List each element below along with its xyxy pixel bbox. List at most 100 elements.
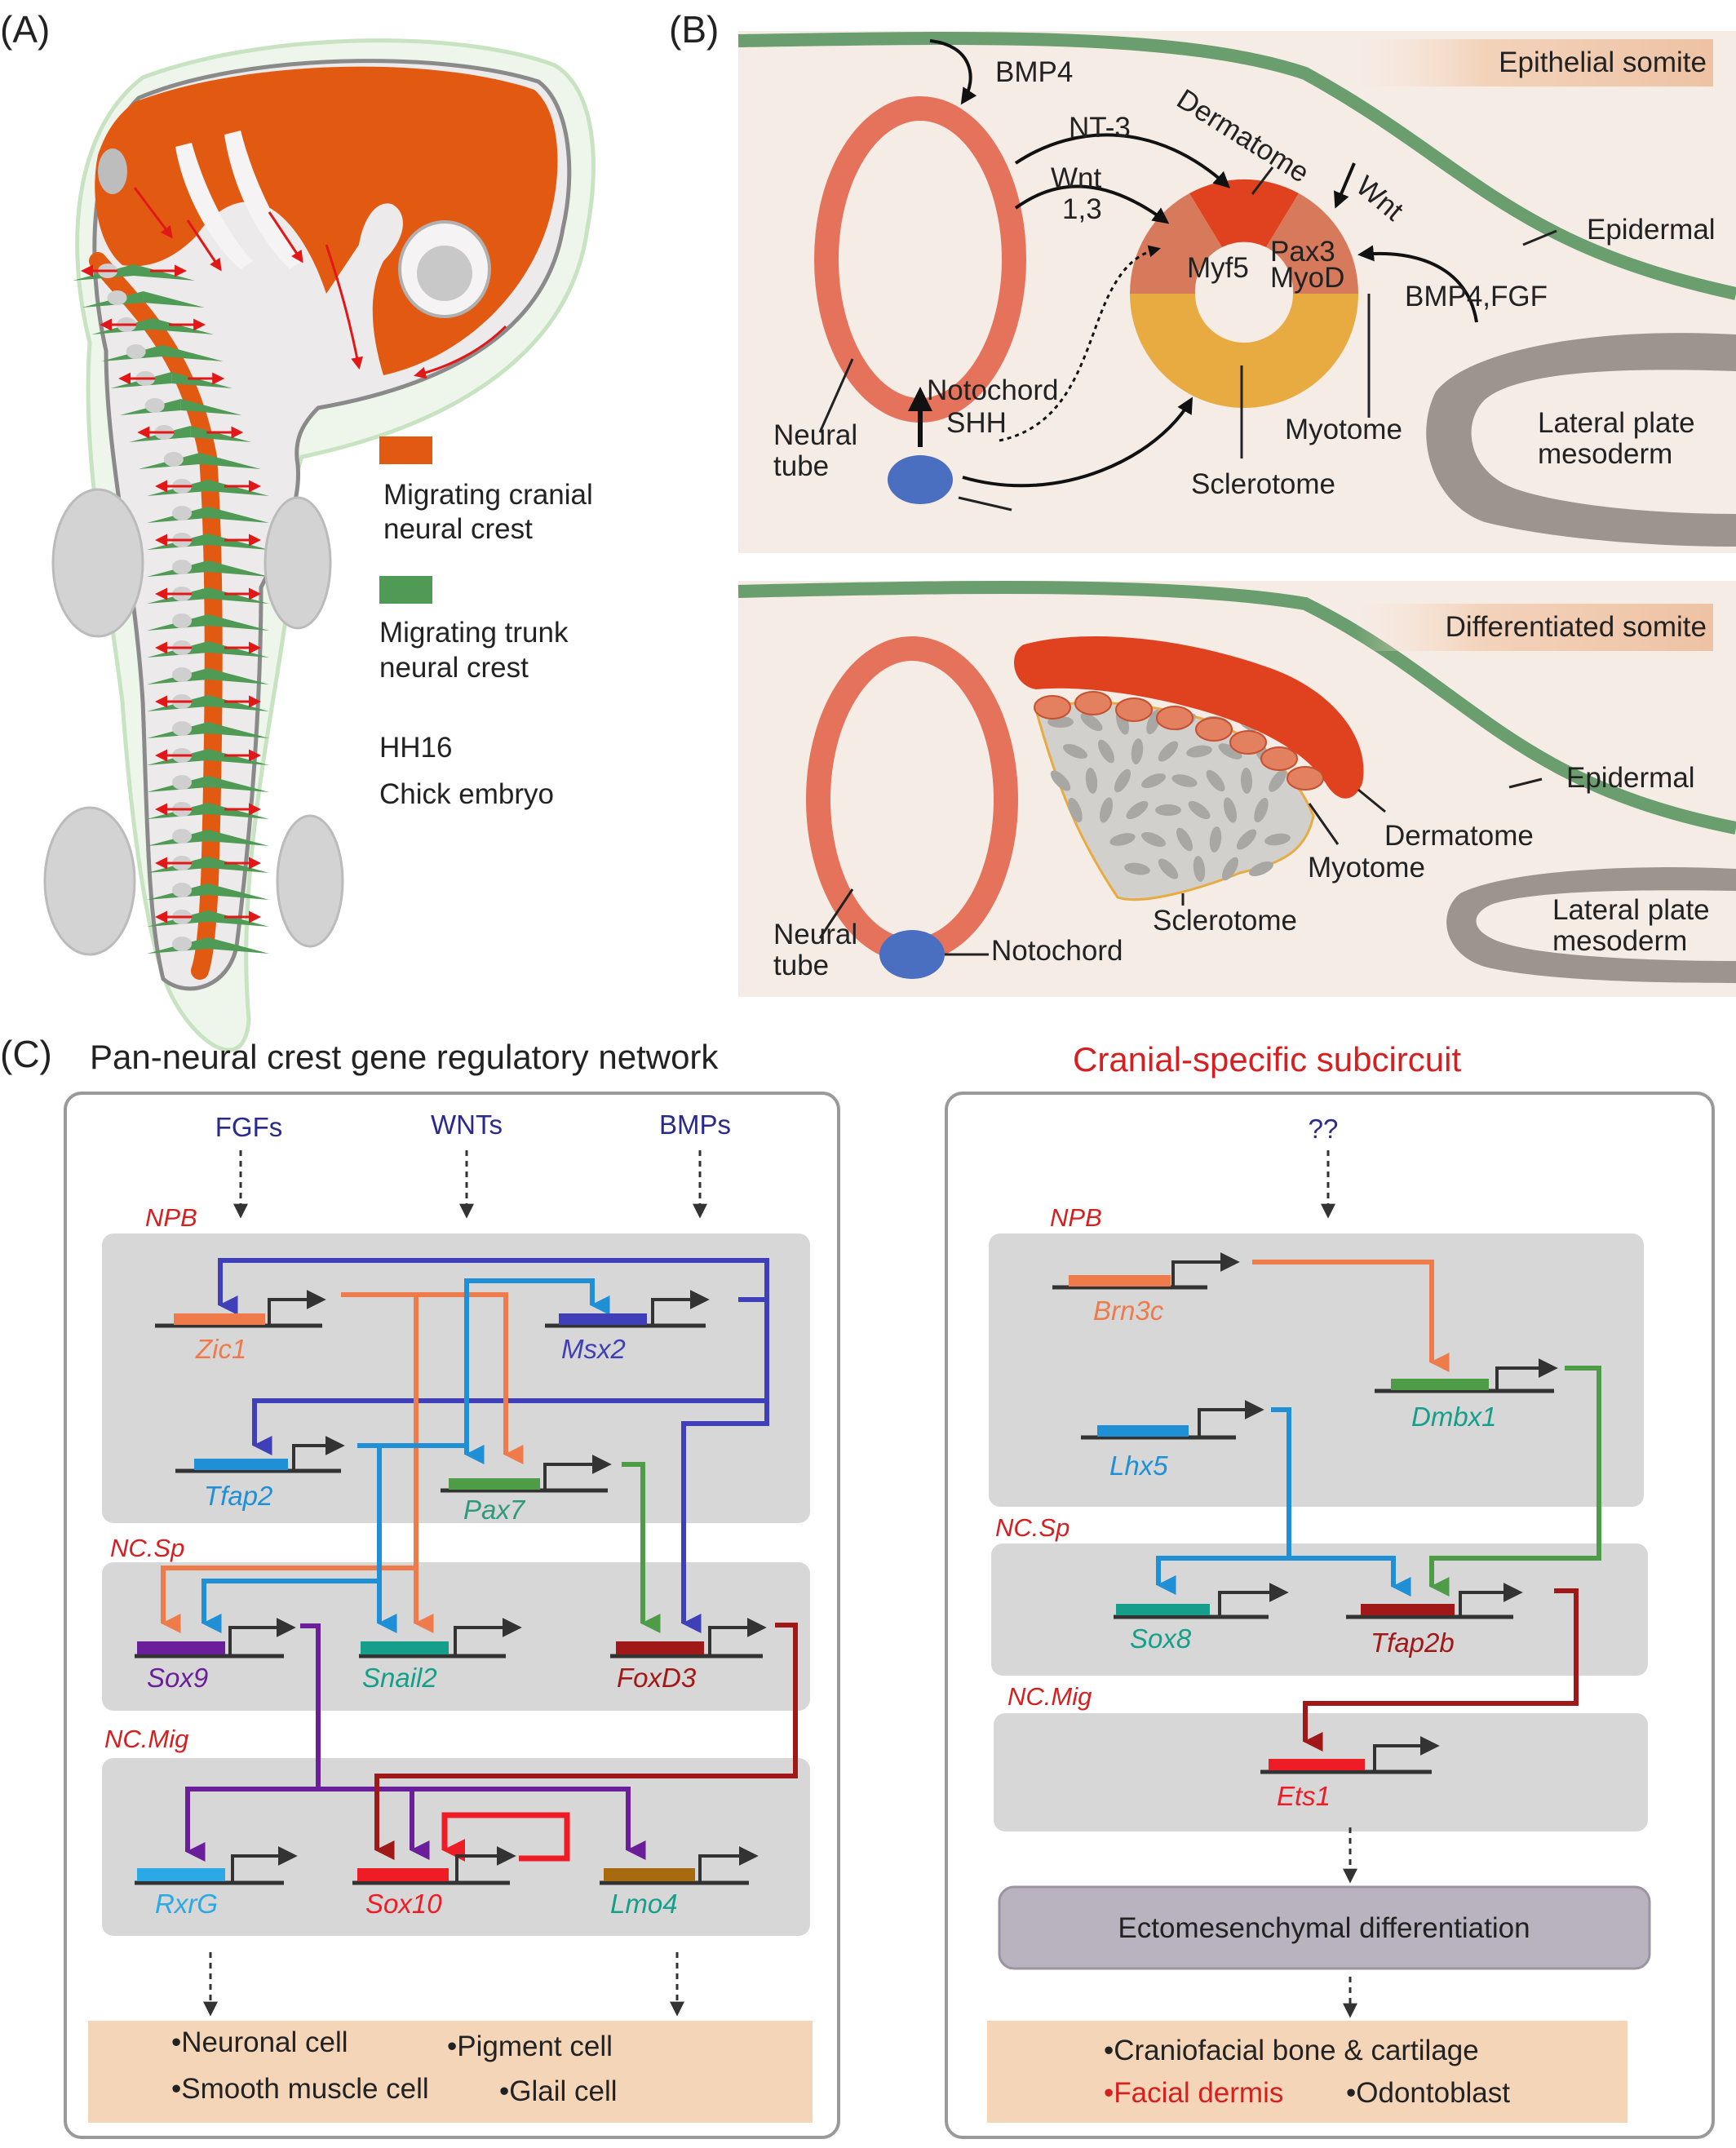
- trunk-crest-spike: [208, 722, 269, 738]
- bmp4-label: BMP4: [995, 56, 1073, 88]
- tfap2b-to-ets1: [1303, 1588, 1579, 1752]
- gene-sox9: Sox9: [135, 1618, 296, 1693]
- somite-block: [172, 775, 192, 790]
- sclerotome-cell: [1254, 797, 1269, 823]
- trunk-crest-spike: [208, 830, 269, 846]
- myotome-cells: [1034, 691, 1324, 791]
- dermatome-region: [1189, 179, 1299, 247]
- gene-label-foxd3: FoxD3: [617, 1663, 697, 1693]
- gene-label-lmo4: Lmo4: [610, 1889, 678, 1919]
- gene-label-brn3c: Brn3c: [1093, 1295, 1164, 1326]
- output-glail-cell: •Glail cell: [499, 2075, 618, 2107]
- gene-sox8: Sox8: [1114, 1583, 1289, 1654]
- npb-box: [102, 1233, 810, 1523]
- myotome-cell: [1260, 746, 1298, 771]
- sclerotome-cell: [1099, 797, 1114, 823]
- output-pigment-cell: •Pigment cell: [447, 2031, 613, 2062]
- sclerotome-cell: [1236, 829, 1257, 850]
- trunk-crest-spike: [208, 937, 269, 954]
- dmbx1-to-tfap2b: [1429, 1366, 1601, 1597]
- sclerotome-cell: [1223, 797, 1238, 823]
- trunk-crest-spike: [208, 668, 269, 684]
- trunk-crest-spike: [100, 345, 162, 361]
- chick-embryo-illustration: [43, 38, 596, 1052]
- somite-block: [163, 452, 184, 467]
- lateral-plate-mesoderm: [1426, 333, 1736, 547]
- right-region-npb: NPB: [1050, 1203, 1102, 1232]
- zic1-to-sox9: [161, 1566, 416, 1633]
- cranial-migration-arrow: [414, 325, 507, 379]
- shh-label: SHH: [946, 407, 1007, 439]
- neural-tube-label-line2: tube: [773, 450, 829, 482]
- sclerotome-cell: [1249, 861, 1273, 876]
- cranial-migration-arrow: [186, 219, 222, 272]
- msx2-to-tfap2: [252, 1300, 769, 1455]
- gene-label-msx2: Msx2: [561, 1334, 626, 1364]
- myf5-region: [1130, 193, 1222, 294]
- sclerotome-cell: [1240, 768, 1253, 794]
- somite-block: [172, 937, 192, 951]
- somite-block: [172, 829, 192, 844]
- myf5-label: Myf5: [1187, 252, 1249, 284]
- epithelial-somite-diagram: Epithelial somite Myf5 Pax3 MyoD BMP4 NT…: [737, 31, 1736, 553]
- right-output-box: [987, 2021, 1628, 2123]
- somite-block: [172, 560, 192, 574]
- sclerotome-cell: [1221, 857, 1239, 881]
- sclerotome-cell: [1085, 768, 1098, 794]
- tfap2-to-sox9: [202, 1579, 379, 1633]
- somite-block: [172, 506, 192, 520]
- limb-bud: [276, 814, 344, 948]
- trunk-crest-spike: [208, 507, 269, 523]
- limb-bud: [264, 496, 332, 630]
- somite-block: [172, 721, 192, 736]
- legend-swatch-cranial: [379, 436, 432, 464]
- right-nc-sp-box: [991, 1543, 1648, 1676]
- sclerotome-cell: [1141, 773, 1166, 788]
- sox9-to-migratory: [300, 1623, 321, 1789]
- nt3-arrow: [1014, 133, 1230, 188]
- brn3c-to-dmbx1: [1252, 1260, 1450, 1372]
- lateral-plate-mesoderm: [1446, 867, 1736, 983]
- lhx5-to-sox8-tfap2b: [1271, 1407, 1291, 1558]
- somite-block: [172, 883, 192, 897]
- gene-tfap2b: Tfap2b: [1346, 1583, 1523, 1658]
- wnt-to-msx2: [464, 1278, 610, 1448]
- sclerotome-cell: [1188, 800, 1211, 820]
- dermatome-band: [1014, 636, 1364, 799]
- gene-msx2: Msx2: [545, 1290, 710, 1364]
- differentiated-somite-header: Differentiated somite: [1446, 611, 1707, 643]
- gene-label-dmbx1: Dmbx1: [1411, 1402, 1497, 1432]
- gene-foxd3: FoxD3: [610, 1618, 767, 1693]
- gene-sox10: Sox10: [352, 1846, 516, 1919]
- trunk-crest-spike: [208, 884, 269, 900]
- myotome-cell: [1286, 766, 1324, 791]
- pan-nc-grn-title: Pan-neural crest gene regulatory network: [90, 1038, 719, 1076]
- notochord: [888, 455, 953, 504]
- gene-snail2: Snail2: [359, 1618, 522, 1693]
- somite-block: [126, 344, 146, 359]
- gene-label-sox8: Sox8: [1130, 1623, 1192, 1654]
- epidermis-band: [737, 581, 1736, 835]
- gene-tfap2: Tfap2: [175, 1436, 345, 1511]
- right-npb-box: [989, 1233, 1644, 1507]
- sclerotome-cell: [1193, 856, 1206, 882]
- wnt13-label-line1: Wnt: [1051, 162, 1102, 194]
- zic1-to-pax7: [341, 1292, 524, 1464]
- organism-label: Chick embryo: [379, 778, 554, 810]
- sclerotome-cell: [1176, 827, 1194, 852]
- shh-myf5-dotted-arrow: [999, 245, 1161, 442]
- trunk-crest-spike: [162, 345, 224, 361]
- myotome-cell: [1034, 695, 1071, 720]
- gene-label-sox9: Sox9: [147, 1663, 208, 1693]
- pax7-to-foxd3: [622, 1462, 661, 1633]
- panel-label-a: (A): [0, 8, 50, 51]
- sclerotome-cell: [1141, 832, 1166, 847]
- gene-pax7: Pax7: [441, 1455, 612, 1525]
- output-odontoblast: •Odontoblast: [1346, 2077, 1510, 2109]
- lateral-plate-label-bottom-line1: Lateral plate: [1552, 894, 1710, 926]
- notochord: [879, 930, 945, 979]
- gene-label-tfap2: Tfap2: [204, 1481, 272, 1511]
- gene-label-ets1: Ets1: [1277, 1781, 1331, 1811]
- myotome-cell: [1195, 717, 1233, 742]
- sclerotome-cell: [1158, 741, 1179, 762]
